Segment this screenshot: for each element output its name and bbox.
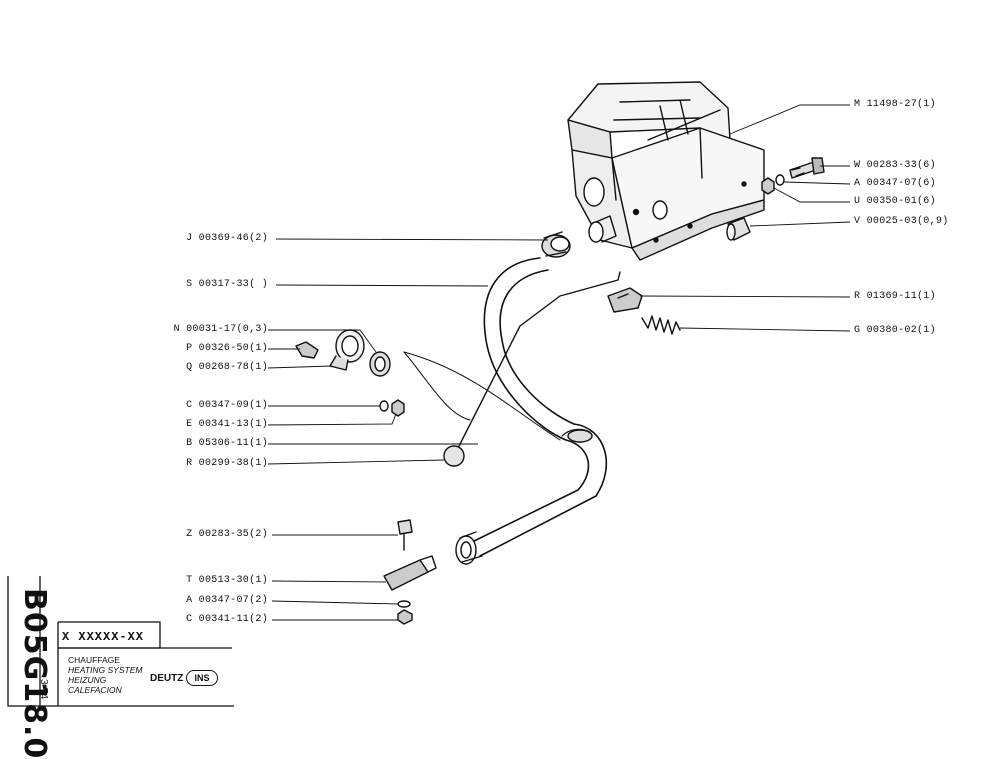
- part-label-c2: C 00341-11(2): [186, 614, 268, 625]
- part-label-a: A 00347-07(2): [186, 595, 268, 606]
- part-label-r01369: R 01369-11(1): [854, 291, 936, 302]
- nut-c2-part: [397, 609, 413, 625]
- part-label-g: G 00380-02(1): [854, 325, 936, 336]
- clip-r-part: [607, 287, 643, 313]
- description-es: CALEFACION: [68, 685, 122, 695]
- washer-c-part: [379, 400, 389, 412]
- heater-hose-part: [455, 257, 608, 565]
- part-label-z: Z 00283-35(2): [186, 529, 268, 540]
- nut-u-part: [761, 177, 775, 195]
- part-label-p: P 00326-50(1): [186, 343, 268, 354]
- part-label-c: C 00347-09(1): [186, 400, 268, 411]
- part-label-j: J 00369-46(2): [186, 233, 268, 244]
- part-label-v: V 00025-03(0,9): [854, 216, 949, 227]
- part-label-n: N 00031-17(0,3): [173, 324, 268, 335]
- part-label-e: E 00341-13(1): [186, 419, 268, 430]
- washer-a2-part: [397, 600, 411, 608]
- drain-valve-t-part: [383, 555, 437, 591]
- clamp-q-part: [329, 329, 365, 371]
- pull-rod-part: [443, 271, 621, 467]
- title-block-frame: [7, 576, 234, 707]
- bolt-z-part: [397, 519, 413, 551]
- screw-p-part: [295, 341, 319, 359]
- part-label-s: S 00317-33( ): [186, 279, 268, 290]
- part-label-r: R 00299-38(1): [186, 458, 268, 469]
- description-fr: CHAUFFAGE: [68, 655, 120, 665]
- drawing-date: 3-74: [38, 678, 49, 699]
- nut-n-part: [369, 351, 391, 377]
- part-label-t: T 00513-30(1): [186, 575, 268, 586]
- washer-a-part: [775, 174, 785, 186]
- bolt-w-part: [789, 157, 825, 179]
- part-label-a6: A 00347-07(6): [854, 178, 936, 189]
- hose-clamp-j-part: [541, 231, 571, 258]
- part-label-b: B 05306-11(1): [186, 438, 268, 449]
- sleeve-v-part: [726, 217, 751, 241]
- serial-number: X XXXXX-XX: [62, 630, 145, 644]
- manufacturer-name: DEUTZ: [150, 673, 184, 684]
- part-label-u: U 00350-01(6): [854, 196, 936, 207]
- manufacturer-logo: INS: [186, 670, 218, 686]
- nut-e-part: [391, 399, 405, 417]
- part-label-m: M 11498-27(1): [854, 99, 936, 110]
- description-de: HEIZUNG: [68, 675, 107, 685]
- spring-g-part: [641, 315, 681, 335]
- part-label-q: Q 00268-78(1): [186, 362, 268, 373]
- exploded-parts-drawing: [7, 81, 851, 707]
- heater-box-part: [567, 81, 765, 261]
- part-label-w: W 00283-33(6): [854, 160, 936, 171]
- description-en: HEATING SYSTEM: [68, 665, 143, 675]
